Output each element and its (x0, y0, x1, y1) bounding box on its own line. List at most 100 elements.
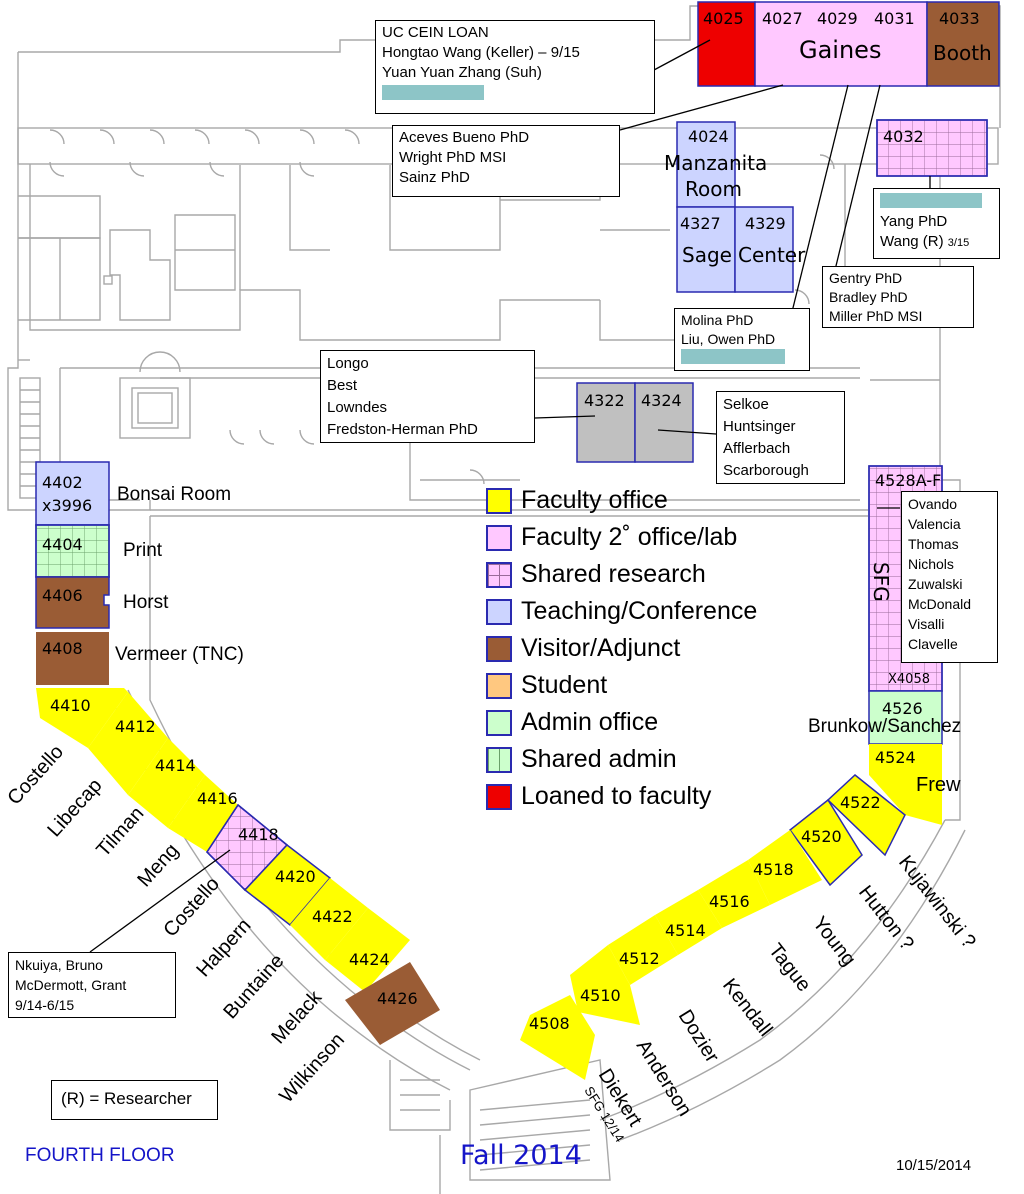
occupant: Selkoe (723, 396, 769, 413)
room-name: Manzanita (664, 151, 767, 175)
occupant-name: Meng (133, 839, 183, 891)
room-4024 (676, 121, 736, 208)
loan-line: UC CEIN LOAN (382, 24, 489, 41)
occupant: McDermott, Grant (15, 977, 127, 993)
legend-item: Loaned to faculty (486, 778, 757, 815)
occupant-name: Libecap (43, 775, 106, 842)
room-4524 (869, 744, 942, 825)
occupant: Bradley PhD (829, 289, 908, 305)
legend-item: Admin office (486, 704, 757, 741)
room-4406 (35, 576, 110, 629)
researcher-marker (382, 85, 484, 100)
room-4510 (570, 945, 640, 1025)
room-4514 (655, 890, 722, 955)
room-number: 4520 (801, 827, 842, 846)
occupant: Gentry PhD (829, 270, 903, 286)
legend-swatch (486, 635, 512, 662)
occupant: Zuwalski (908, 576, 963, 592)
yang-box: Yang PhD Wang (R) 3/15 (873, 188, 1000, 259)
room-number: 4032 (883, 127, 924, 146)
room-number: 4322 (584, 391, 625, 410)
room-number: 4420 (275, 867, 316, 886)
leader-lines (89, 39, 931, 953)
room-number: 4412 (115, 717, 156, 736)
room-name: Room (685, 177, 742, 201)
occupant-name: Costello (3, 741, 68, 809)
room-4426 (345, 962, 440, 1045)
researcher-key: (R) = Researcher (61, 1089, 192, 1108)
room-4324 (634, 382, 694, 463)
room-number: x3996 (42, 496, 92, 515)
longo-box: Longo Best Lowndes Fredston-Herman PhD (320, 350, 535, 443)
room-4410 (36, 688, 128, 748)
room-4422 (290, 878, 368, 960)
room-number: 4025 (703, 9, 744, 28)
room-number: 4528A-F (875, 471, 941, 490)
occupant-name: Halpern (192, 915, 255, 982)
legend: Faculty office Faculty 2˚ office/lab Sha… (486, 482, 757, 815)
legend-swatch (486, 672, 512, 699)
loan-line: Yuan Yuan Zhang (Suh) (382, 64, 542, 81)
legend-label: Admin office (521, 708, 659, 736)
west-rooms (35, 461, 440, 1045)
occupant: Valencia (908, 516, 961, 532)
occupant: Wang (R) 3/15 (880, 232, 993, 253)
occupant: Wright PhD MSI (399, 149, 507, 166)
legend-item: Teaching/Conference (486, 593, 757, 630)
frew-label: Frew (916, 774, 961, 796)
occupant: Clavelle (908, 636, 958, 652)
legend-swatch (486, 487, 512, 514)
room-number: 4424 (349, 950, 390, 969)
legend-item: Student (486, 667, 757, 704)
room-number: 4033 (939, 9, 980, 28)
occupant: Best (327, 377, 358, 394)
legend-item: Shared research (486, 556, 757, 593)
room-number: 4514 (665, 921, 706, 940)
room-number: X4058 (888, 672, 930, 687)
molina-box: Molina PhD Liu, Owen PhD (674, 308, 810, 371)
legend-swatch (486, 561, 512, 588)
legend-item: Visitor/Adjunct (486, 630, 757, 667)
loan-line: Hongtao Wang (Keller) – 9/15 (382, 44, 580, 61)
room-number: 4512 (619, 949, 660, 968)
date-note: 9/14-6/15 (15, 997, 75, 1013)
room-number: 4510 (580, 986, 621, 1005)
occupant: Aceves Bueno PhD (399, 129, 530, 146)
occupant: McDonald (908, 596, 972, 612)
room-4508 (520, 995, 595, 1080)
occupant: Visalli (908, 616, 945, 632)
room-number: 4024 (688, 127, 729, 146)
room-name: Booth (933, 41, 992, 65)
room-4414 (128, 738, 205, 828)
floor-label: FOURTH FLOOR (25, 1145, 175, 1166)
researcher-key-box: (R) = Researcher (51, 1080, 218, 1120)
legend-label: Loaned to faculty (521, 782, 712, 810)
room-number: 4526 (882, 699, 923, 718)
occupant-name: Kendall (718, 975, 776, 1041)
vermeer-label: Vermeer (TNC) (115, 644, 244, 665)
room-number: 4329 (745, 214, 786, 233)
room-name: Center (738, 243, 806, 267)
room-number: 4031 (874, 9, 915, 28)
room-4412 (88, 692, 168, 795)
occupant-name: Tague (764, 940, 815, 996)
room-number: 4414 (155, 756, 196, 775)
occupant: Afflerbach (723, 440, 791, 457)
occupant: Molina PhD (681, 312, 754, 328)
occupant: Thomas (908, 536, 959, 552)
room-4033 (926, 1, 1000, 87)
occupant: Nkuiya, Bruno (15, 957, 103, 973)
room-4526 (868, 690, 943, 745)
legend-item: Faculty office (486, 482, 757, 519)
room-4408 (36, 632, 109, 685)
north-rooms (576, 1, 1000, 463)
loan-info-box: UC CEIN LOAN Hongtao Wang (Keller) – 9/1… (375, 20, 655, 114)
room-number: 4027 (762, 9, 803, 28)
date-label: 10/15/2014 (896, 1157, 972, 1174)
legend-swatch (486, 709, 512, 736)
room-number: 4416 (197, 789, 238, 808)
room-4329 (734, 206, 794, 293)
occupant-name: Melack (267, 986, 326, 1049)
room-number: 4327 (680, 214, 721, 233)
legend-swatch (486, 746, 512, 773)
